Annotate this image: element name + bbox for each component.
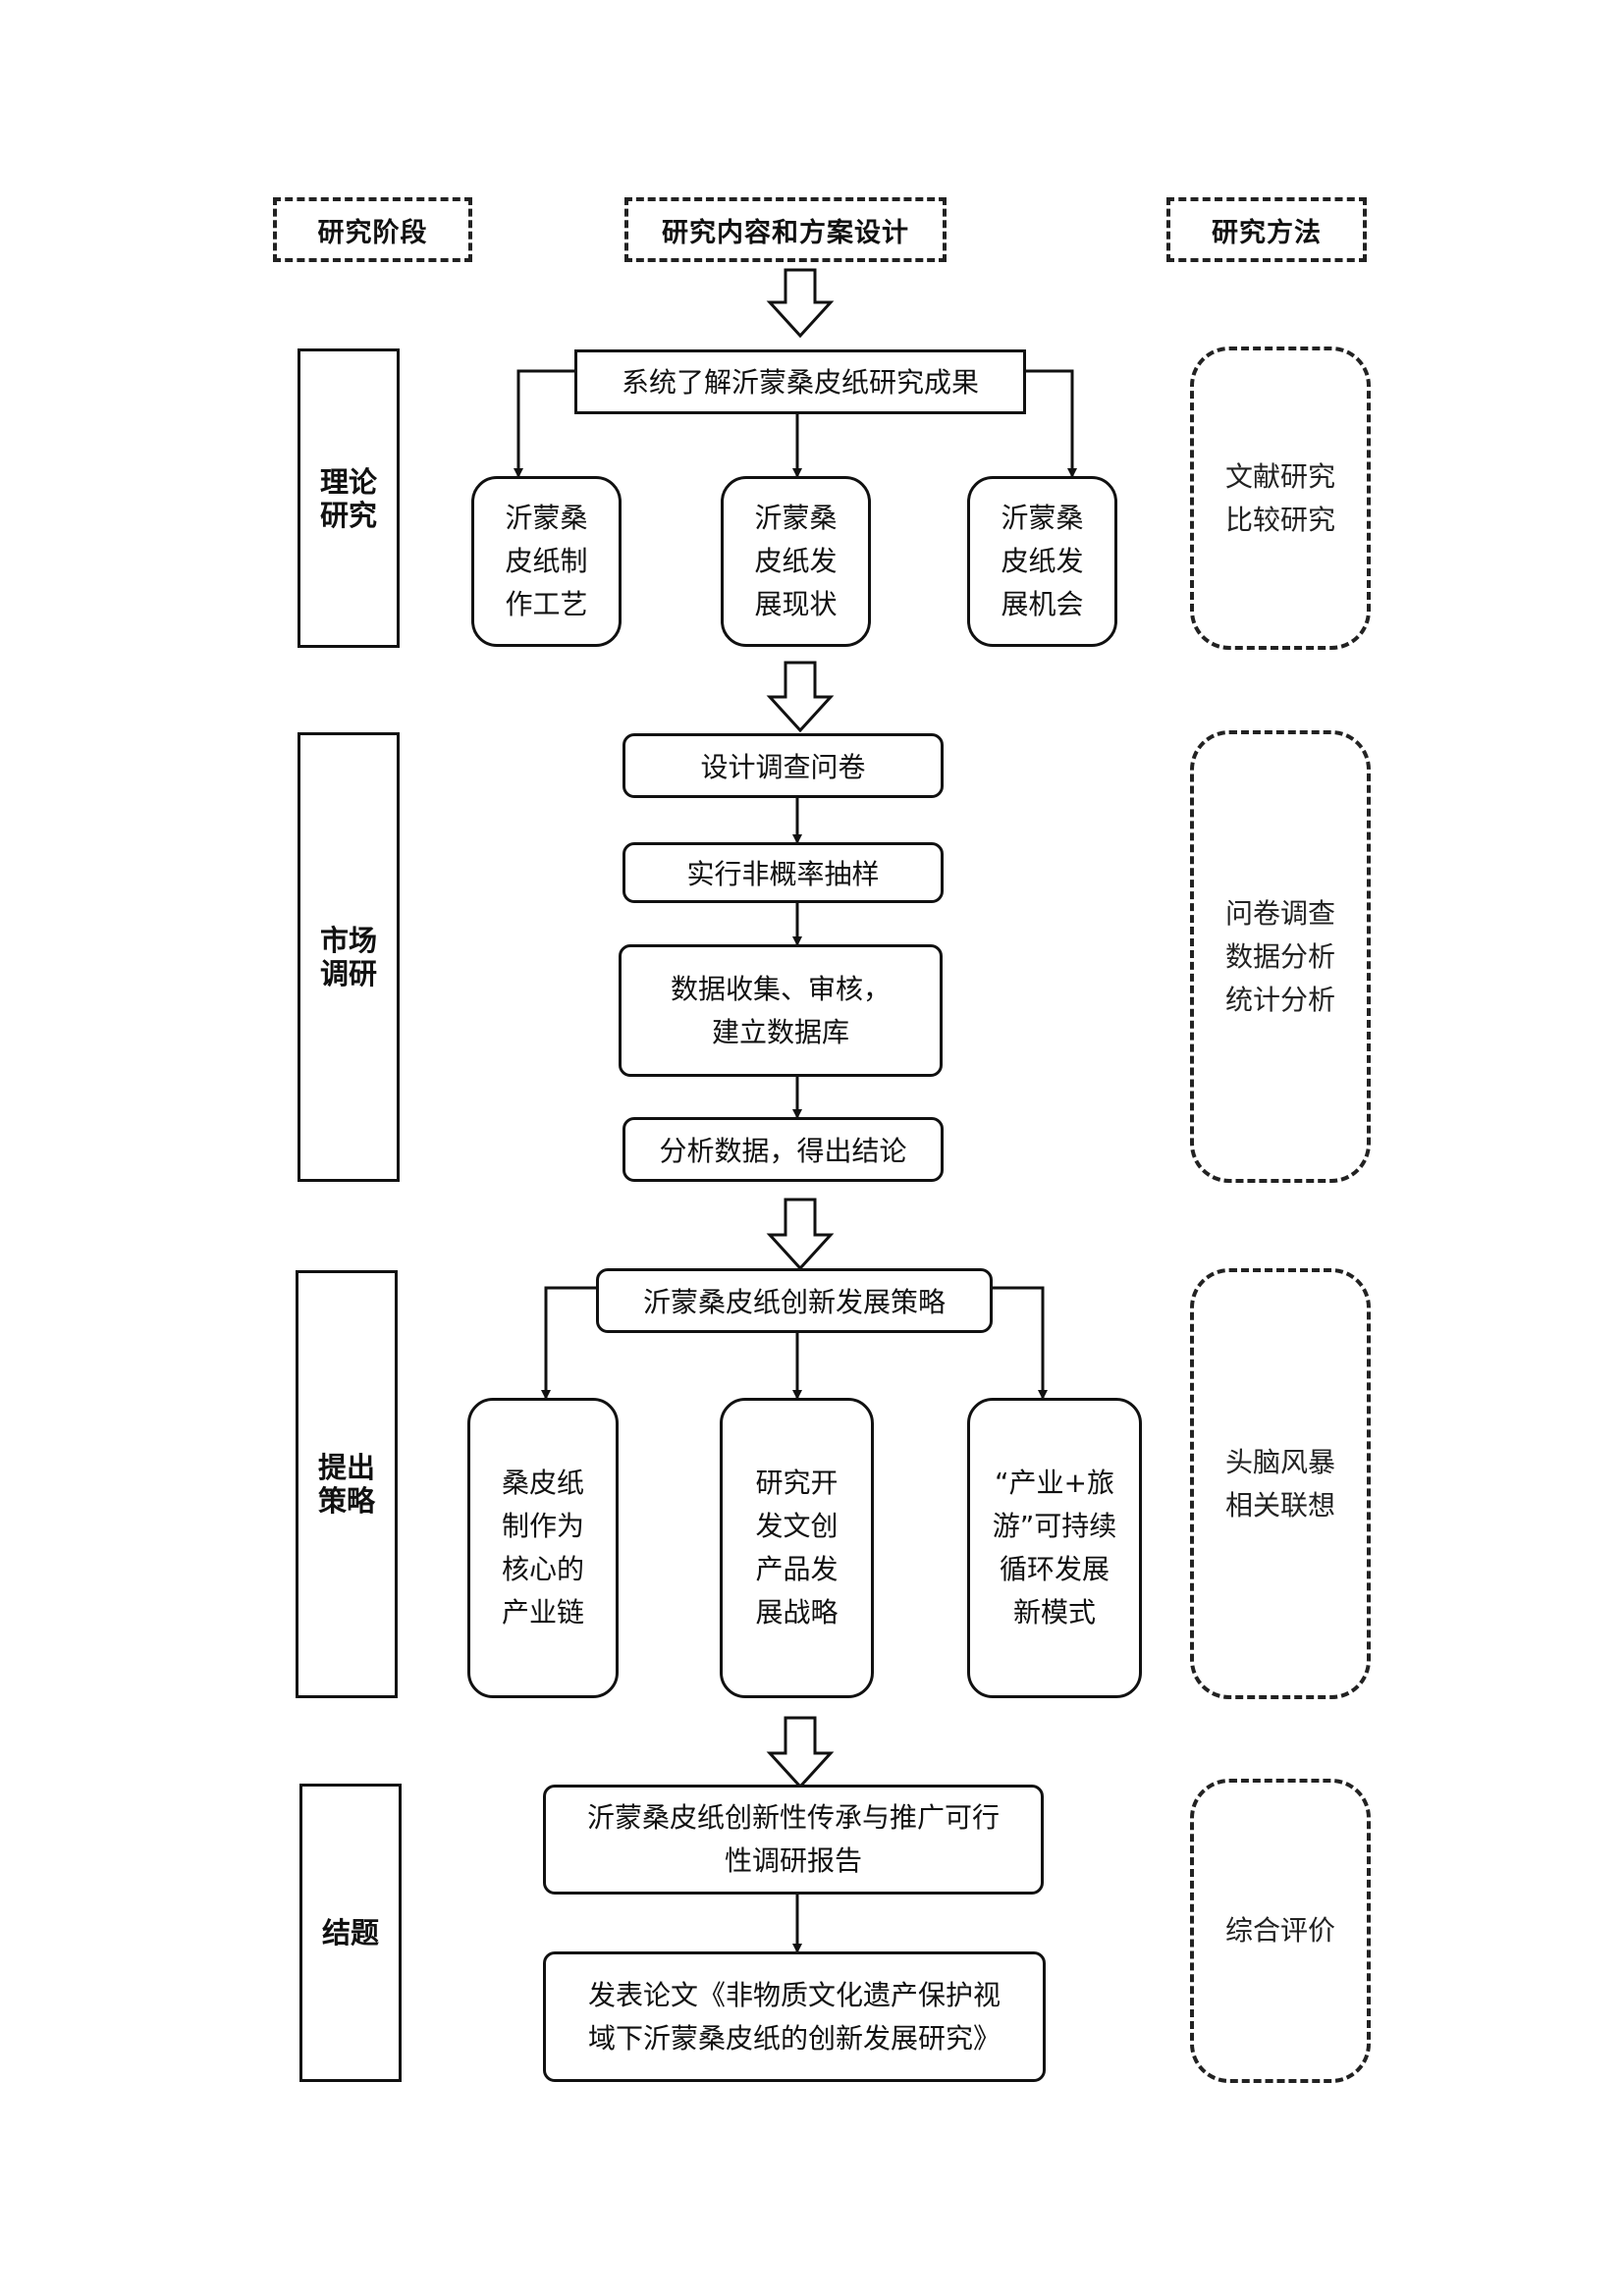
strategy-item-tourism-model: “产业+旅游”可持续循环发展新模式 xyxy=(967,1398,1142,1698)
method-conclusion: 综合评价 xyxy=(1190,1779,1371,2083)
stage-theory: 理论研究 xyxy=(298,348,400,648)
theory-item-status: 沂蒙桑皮纸发展现状 xyxy=(721,476,871,647)
market-step-analysis: 分析数据，得出结论 xyxy=(623,1117,944,1182)
header-stage: 研究阶段 xyxy=(273,197,472,262)
method-theory: 文献研究 比较研究 xyxy=(1190,347,1371,650)
stage-market: 市场调研 xyxy=(298,732,400,1182)
theory-top-box: 系统了解沂蒙桑皮纸研究成果 xyxy=(574,349,1026,414)
connector-theory-left xyxy=(514,369,574,478)
stage-strategy: 提出策略 xyxy=(296,1270,398,1698)
strategy-item-industry-chain: 桑皮纸制作为核心的产业链 xyxy=(467,1398,619,1698)
header-method: 研究方法 xyxy=(1166,197,1367,262)
hollow-arrow-1 xyxy=(766,268,835,339)
header-content: 研究内容和方案设计 xyxy=(624,197,947,262)
strategy-top-box: 沂蒙桑皮纸创新发展策略 xyxy=(596,1268,993,1333)
theory-item-craft: 沂蒙桑皮纸制作工艺 xyxy=(471,476,622,647)
hollow-arrow-4 xyxy=(766,1716,835,1789)
hollow-arrow-2 xyxy=(766,661,835,733)
conclusion-paper-box: 发表论文《非物质文化遗产保护视 域下沂蒙桑皮纸的创新发展研究》 xyxy=(543,1951,1046,2082)
method-strategy: 头脑风暴 相关联想 xyxy=(1190,1268,1371,1699)
market-step-questionnaire: 设计调查问卷 xyxy=(623,733,944,798)
connector-theory-right xyxy=(1026,369,1077,478)
method-market: 问卷调查 数据分析 统计分析 xyxy=(1190,730,1371,1183)
strategy-item-cultural-products: 研究开发文创产品发展战略 xyxy=(720,1398,874,1698)
hollow-arrows xyxy=(766,268,835,1789)
connector-strategy-left xyxy=(541,1286,596,1400)
hollow-arrow-3 xyxy=(766,1198,835,1271)
connector-strategy-right xyxy=(993,1286,1048,1400)
market-step-sampling: 实行非概率抽样 xyxy=(623,842,944,903)
market-step-collection: 数据收集、审核， 建立数据库 xyxy=(619,944,943,1077)
stage-conclusion: 结题 xyxy=(299,1784,402,2082)
theory-item-opportunity: 沂蒙桑皮纸发展机会 xyxy=(967,476,1117,647)
conclusion-report-box: 沂蒙桑皮纸创新性传承与推广可行 性调研报告 xyxy=(543,1785,1044,1895)
